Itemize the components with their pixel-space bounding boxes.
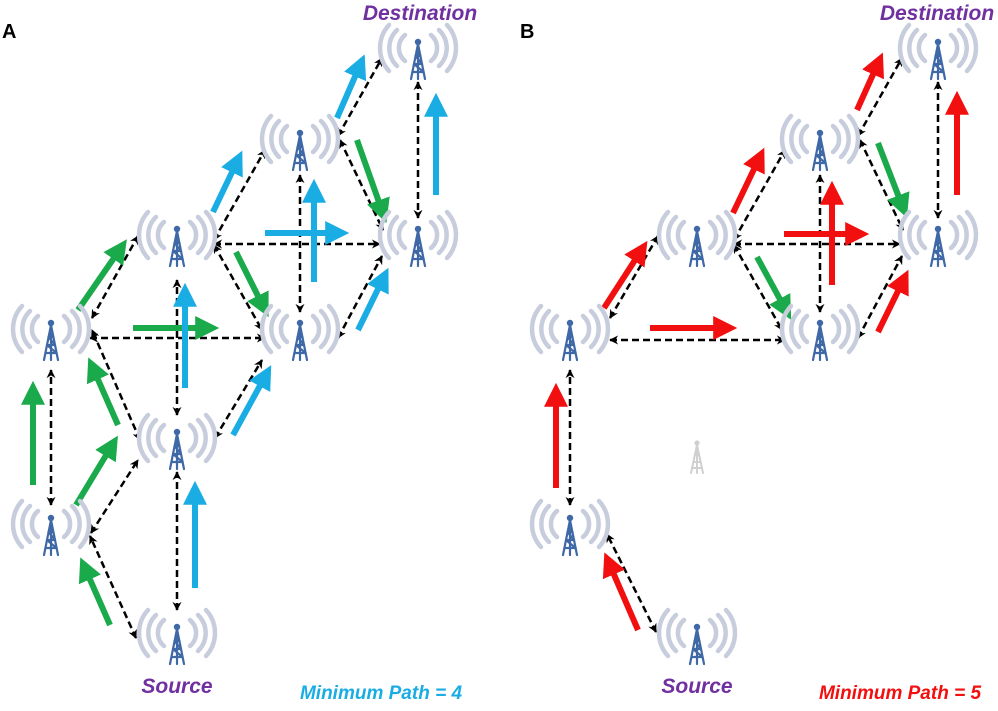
red-arrow bbox=[602, 552, 641, 632]
radio-tower-icon bbox=[532, 501, 608, 555]
link-r4-dest bbox=[336, 57, 384, 137]
minimum-path-label-b: Minimum Path = 5 bbox=[819, 683, 981, 704]
inactive-tower-icon bbox=[690, 440, 704, 474]
towers-a bbox=[13, 25, 456, 664]
panel-b: B bbox=[520, 2, 994, 704]
green-arrow bbox=[75, 239, 127, 312]
links-b bbox=[565, 57, 943, 633]
radio-tower-icon bbox=[139, 212, 215, 266]
red-arrow bbox=[601, 240, 648, 310]
link-r3-rr3 bbox=[856, 255, 904, 339]
link-f3-l3 bbox=[90, 235, 140, 319]
green-arrow bbox=[86, 357, 121, 427]
red-arrows-b bbox=[544, 52, 969, 632]
panel-letter-b: B bbox=[520, 21, 534, 43]
green-arrow bbox=[754, 255, 792, 320]
red-arrow bbox=[730, 147, 765, 215]
radio-tower-icon bbox=[13, 306, 89, 360]
links-a bbox=[46, 57, 423, 639]
panel-letter-a: A bbox=[2, 21, 16, 43]
destination-label-b: Destination bbox=[880, 2, 994, 25]
link-r4-dest bbox=[856, 57, 904, 137]
green-arrow bbox=[78, 557, 113, 627]
radio-tower-icon bbox=[659, 610, 735, 664]
green-arrow bbox=[354, 138, 390, 224]
red-arrow bbox=[875, 269, 909, 334]
link-l3-r4 bbox=[212, 149, 267, 241]
link-f3-l3 bbox=[608, 235, 660, 319]
green-arrow bbox=[875, 141, 910, 218]
panel-a: A bbox=[2, 2, 477, 704]
link-s-f2 bbox=[88, 535, 138, 639]
green-arrow bbox=[233, 250, 269, 318]
radio-tower-icon bbox=[139, 415, 215, 469]
blue-arrow bbox=[210, 150, 243, 214]
radio-tower-icon bbox=[900, 212, 976, 266]
radio-tower-icon bbox=[380, 25, 456, 79]
radio-tower-icon bbox=[13, 501, 89, 555]
radio-tower-icon bbox=[262, 116, 338, 170]
red-arrow bbox=[854, 52, 884, 112]
blue-arrow bbox=[355, 267, 389, 332]
towers-b bbox=[532, 25, 976, 664]
link-f2-l2 bbox=[89, 459, 140, 534]
blue-arrows-a bbox=[173, 54, 448, 588]
link-l3-r4 bbox=[732, 149, 787, 241]
destination-label-a: Destination bbox=[363, 2, 477, 25]
blue-arrow bbox=[230, 365, 272, 437]
green-arrows-b bbox=[754, 141, 910, 320]
radio-tower-icon bbox=[380, 212, 456, 266]
link-l2-r3 bbox=[213, 359, 264, 439]
radio-tower-icon bbox=[782, 116, 858, 170]
blue-arrow bbox=[334, 54, 367, 120]
radio-tower-icon bbox=[659, 212, 735, 266]
radio-tower-icon bbox=[532, 306, 608, 360]
radio-tower-icon bbox=[262, 306, 338, 360]
minimum-path-label-a: Minimum Path = 4 bbox=[300, 683, 462, 704]
link-s-f2 bbox=[605, 533, 658, 633]
source-label-b: Source bbox=[661, 675, 733, 698]
green-arrow bbox=[73, 435, 118, 507]
radio-tower-icon bbox=[900, 25, 976, 79]
radio-tower-icon bbox=[139, 610, 215, 664]
link-l2-f3 bbox=[90, 329, 142, 441]
green-arrows-a bbox=[21, 138, 390, 627]
source-label-a: Source bbox=[141, 675, 213, 698]
radio-tower-icon bbox=[782, 306, 858, 360]
